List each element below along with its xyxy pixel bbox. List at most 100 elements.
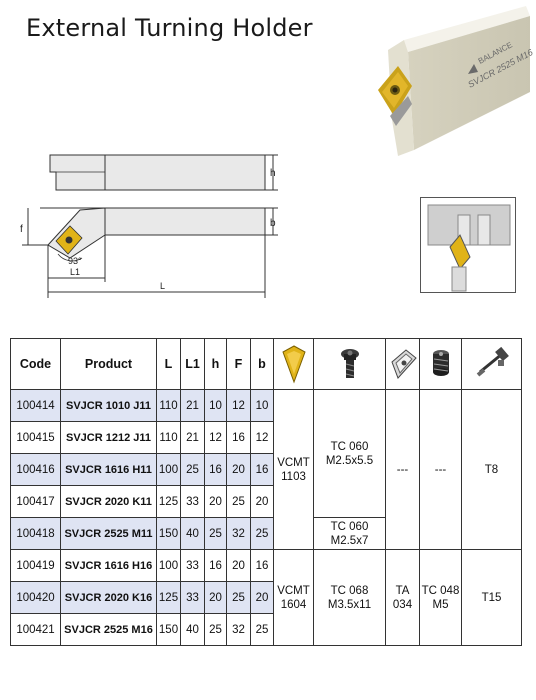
cell-l: 110 xyxy=(156,421,181,454)
cell-l1: 33 xyxy=(180,581,205,614)
cell-b: 16 xyxy=(250,453,274,486)
cell-product: SVJCR 1010 J11 xyxy=(60,389,157,422)
screw-icon xyxy=(340,349,359,378)
cell-b: 10 xyxy=(250,389,274,422)
cell-product: SVJCR 2020 K11 xyxy=(60,485,157,518)
header-l: L xyxy=(156,338,181,390)
header-insert xyxy=(273,338,314,390)
cell-product: SVJCR 2525 M11 xyxy=(60,517,157,550)
insert-cell-line: VCMT xyxy=(277,584,310,597)
application-thumbnail xyxy=(420,197,516,293)
cell-l1: 40 xyxy=(180,613,205,646)
holder-render-image: BALANCE SVJCR 2525 M16 xyxy=(378,6,535,156)
dim-f-label: f xyxy=(20,224,23,235)
cell-b: 25 xyxy=(250,517,274,550)
screw-cell-line: TC 068 xyxy=(330,584,369,597)
shim-cell-line: TA 034 xyxy=(392,584,413,611)
cell-h: 12 xyxy=(204,421,227,454)
shim-screw-cell-line: TC 048 xyxy=(421,584,460,597)
cell-f: 25 xyxy=(226,485,251,518)
header-shim-screw xyxy=(419,338,462,390)
cell-f: 12 xyxy=(226,389,251,422)
cell-f: 32 xyxy=(226,613,251,646)
cell-code: 100414 xyxy=(10,389,61,422)
cell-h: 25 xyxy=(204,613,227,646)
cell-f: 20 xyxy=(226,549,251,582)
cell-product: SVJCR 1616 H11 xyxy=(60,453,157,486)
cell-h: 20 xyxy=(204,485,227,518)
shim-cell: TA 034 xyxy=(385,549,420,646)
cell-f: 20 xyxy=(226,453,251,486)
cell-l1: 21 xyxy=(180,421,205,454)
cell-f: 32 xyxy=(226,517,251,550)
header-code: Code xyxy=(10,338,61,390)
cell-l: 110 xyxy=(156,389,181,422)
shim-screw-cell: --- xyxy=(419,389,462,550)
insert-cell-line: 1604 xyxy=(280,598,307,611)
header-h: h xyxy=(204,338,227,390)
shim-cell-line: --- xyxy=(396,463,409,476)
header-product: Product xyxy=(60,338,157,390)
cell-code: 100418 xyxy=(10,517,61,550)
cell-code: 100416 xyxy=(10,453,61,486)
cell-l1: 25 xyxy=(180,453,205,486)
cell-b: 25 xyxy=(250,613,274,646)
screw-cell-line: M2.5x7 xyxy=(330,534,369,547)
cell-l: 100 xyxy=(156,549,181,582)
cell-b: 20 xyxy=(250,581,274,614)
cell-l: 125 xyxy=(156,485,181,518)
cell-b: 20 xyxy=(250,485,274,518)
dim-h-label: h xyxy=(270,168,276,179)
wrench-cell-line: T8 xyxy=(484,463,499,476)
wrench-icon xyxy=(476,346,509,377)
header-shim xyxy=(385,338,420,390)
insert-icon xyxy=(281,345,306,384)
cell-h: 16 xyxy=(204,549,227,582)
dim-b-label: b xyxy=(270,218,276,229)
page-title: External Turning Holder xyxy=(26,14,313,42)
cell-code: 100421 xyxy=(10,613,61,646)
header-l1: L1 xyxy=(180,338,205,390)
shim-screw-icon xyxy=(432,350,449,376)
insert-cell-line: 1103 xyxy=(281,470,306,483)
cell-l: 150 xyxy=(156,517,181,550)
cell-product: SVJCR 1616 H16 xyxy=(60,549,157,582)
cell-l1: 40 xyxy=(180,517,205,550)
angle-label: 93° xyxy=(68,256,82,266)
cell-code: 100415 xyxy=(10,421,61,454)
insert-cell-line: VCMT xyxy=(277,456,310,469)
shim-screw-cell-line: --- xyxy=(434,463,447,476)
cell-code: 100417 xyxy=(10,485,61,518)
cell-h: 10 xyxy=(204,389,227,422)
screw-cell-line: M2.5x5.5 xyxy=(325,454,374,467)
technical-drawing: 93° h b f L1 L xyxy=(20,154,278,298)
cell-f: 16 xyxy=(226,421,251,454)
cell-b: 12 xyxy=(250,421,274,454)
dim-l-label: L xyxy=(160,281,165,291)
cell-l: 100 xyxy=(156,453,181,486)
cell-product: SVJCR 2525 M16 xyxy=(60,613,157,646)
wrench-cell-line: T15 xyxy=(481,591,502,604)
shim-screw-cell-line: M5 xyxy=(432,598,449,611)
cell-code: 100419 xyxy=(10,549,61,582)
dim-l1-label: L1 xyxy=(70,267,80,277)
cell-l1: 33 xyxy=(180,485,205,518)
shim-cell: --- xyxy=(385,389,420,550)
cell-code: 100420 xyxy=(10,581,61,614)
shim-icon xyxy=(390,349,417,379)
screw-cell-line: TC 060 xyxy=(330,520,369,533)
wrench-cell: T8 xyxy=(461,389,522,550)
header-b: b xyxy=(250,338,274,390)
cell-l1: 21 xyxy=(180,389,205,422)
cell-l: 150 xyxy=(156,613,181,646)
